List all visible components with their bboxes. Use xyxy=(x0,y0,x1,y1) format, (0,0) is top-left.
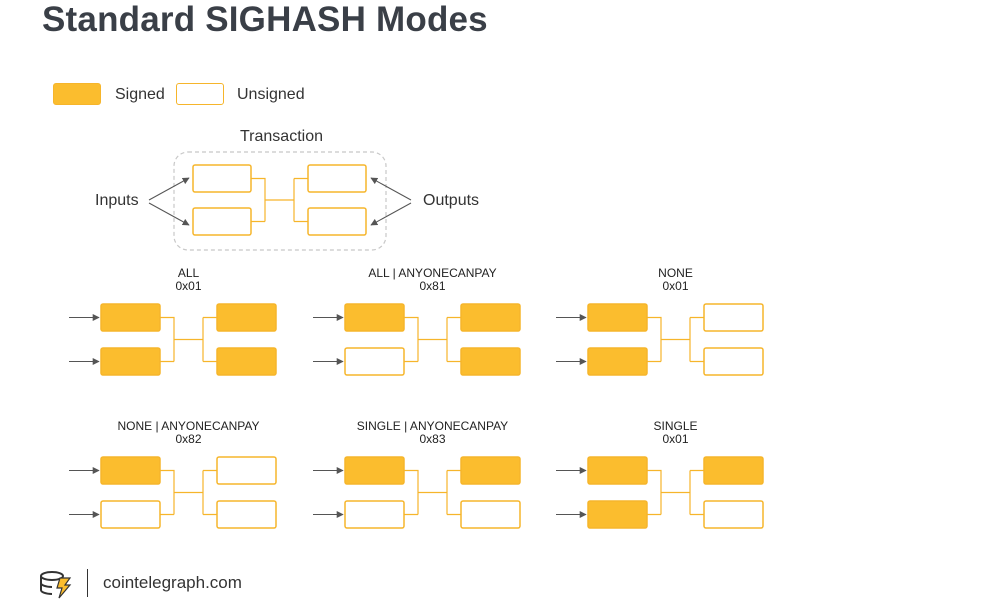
footer-divider xyxy=(87,569,88,597)
outputs-label: Outputs xyxy=(423,192,480,209)
legend-unsigned-label: Unsigned xyxy=(237,86,305,103)
mode-6-output-1 xyxy=(703,456,764,485)
mode-3-code: 0x01 xyxy=(662,279,689,293)
mode-1-name: ALL xyxy=(177,266,200,280)
inputs-arrow-1 xyxy=(148,177,190,201)
tx-input-box-1 xyxy=(192,164,252,193)
inputs-label: Inputs xyxy=(95,192,139,209)
mode-5-code: 0x83 xyxy=(419,432,446,446)
outputs-arrow-1 xyxy=(370,177,412,201)
mode-6-output-2 xyxy=(703,500,764,529)
mode-3-output-1 xyxy=(703,303,764,332)
mode-6-name: SINGLE xyxy=(653,419,698,433)
mode-1-code: 0x01 xyxy=(175,279,202,293)
tx-output-box-1 xyxy=(307,164,367,193)
footer-site-link[interactable]: cointelegraph.com xyxy=(103,573,242,592)
legend-signed-swatch xyxy=(53,83,101,105)
mode-6-connectors xyxy=(647,469,704,516)
transaction-boundary xyxy=(173,151,387,251)
mode-1-input-1 xyxy=(100,303,161,332)
mode-4-code: 0x82 xyxy=(175,432,202,446)
legend-unsigned-swatch xyxy=(176,83,224,105)
mode-5-output-2 xyxy=(460,500,521,529)
mode-5-output-1 xyxy=(460,456,521,485)
mode-4-input-1 xyxy=(100,456,161,485)
mode-2-connectors xyxy=(404,316,461,363)
mode-5-input-1 xyxy=(344,456,405,485)
transaction-label: Transaction xyxy=(240,128,323,145)
mode-1-output-2 xyxy=(216,347,277,376)
mode-3-input-2 xyxy=(587,347,648,376)
mode-6-code: 0x01 xyxy=(662,432,689,446)
mode-2-output-2 xyxy=(460,347,521,376)
mode-1-input-2 xyxy=(100,347,161,376)
tx-input-box-2 xyxy=(192,207,252,236)
mode-1-output-1 xyxy=(216,303,277,332)
mode-6-input-1 xyxy=(587,456,648,485)
mode-4-name: NONE | ANYONECANPAY xyxy=(117,419,260,433)
mode-5-input-2 xyxy=(344,500,405,529)
mode-3-output-2 xyxy=(703,347,764,376)
mode-4-output-2 xyxy=(216,500,277,529)
mode-2-input-1 xyxy=(344,303,405,332)
mode-6-input-2 xyxy=(587,500,648,529)
mode-4-connectors xyxy=(160,469,217,516)
mode-1-connectors xyxy=(160,316,217,363)
mode-5-name: SINGLE | ANYONECANPAY xyxy=(356,419,509,433)
mode-2-output-1 xyxy=(460,303,521,332)
mode-4-input-2 xyxy=(100,500,161,529)
mode-2-code: 0x81 xyxy=(419,279,446,293)
mode-2-input-2 xyxy=(344,347,405,376)
outputs-arrow-2 xyxy=(370,202,412,226)
mode-2-name: ALL | ANYONECANPAY xyxy=(368,266,497,280)
cointelegraph-logo-icon xyxy=(40,571,72,599)
tx-output-box-2 xyxy=(307,207,367,236)
tx-connector-lines xyxy=(251,177,308,223)
mode-4-output-1 xyxy=(216,456,277,485)
legend-signed-label: Signed xyxy=(115,86,165,103)
inputs-arrow-2 xyxy=(148,202,190,226)
mode-3-input-1 xyxy=(587,303,648,332)
mode-5-connectors xyxy=(404,469,461,516)
mode-3-connectors xyxy=(647,316,704,363)
page-title: Standard SIGHASH Modes xyxy=(42,0,488,39)
mode-3-name: NONE xyxy=(658,266,693,280)
